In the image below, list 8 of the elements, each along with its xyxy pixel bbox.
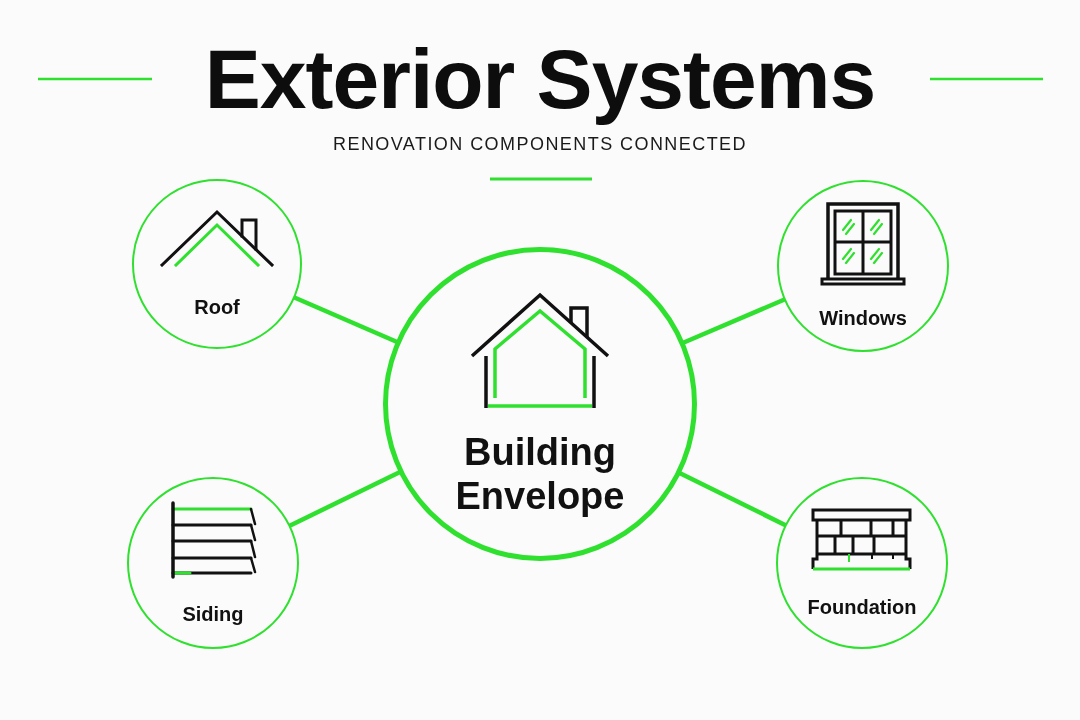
component-label: Windows: [819, 306, 907, 330]
subtitle: RENOVATION COMPONENTS CONNECTED: [333, 135, 747, 153]
component-label: Foundation: [807, 595, 917, 619]
component-label: Roof: [194, 295, 240, 319]
connector-line: [677, 470, 787, 528]
connector-line: [681, 297, 786, 346]
component-label: Siding: [182, 602, 244, 626]
hub-label: Building Envelope: [454, 430, 626, 518]
